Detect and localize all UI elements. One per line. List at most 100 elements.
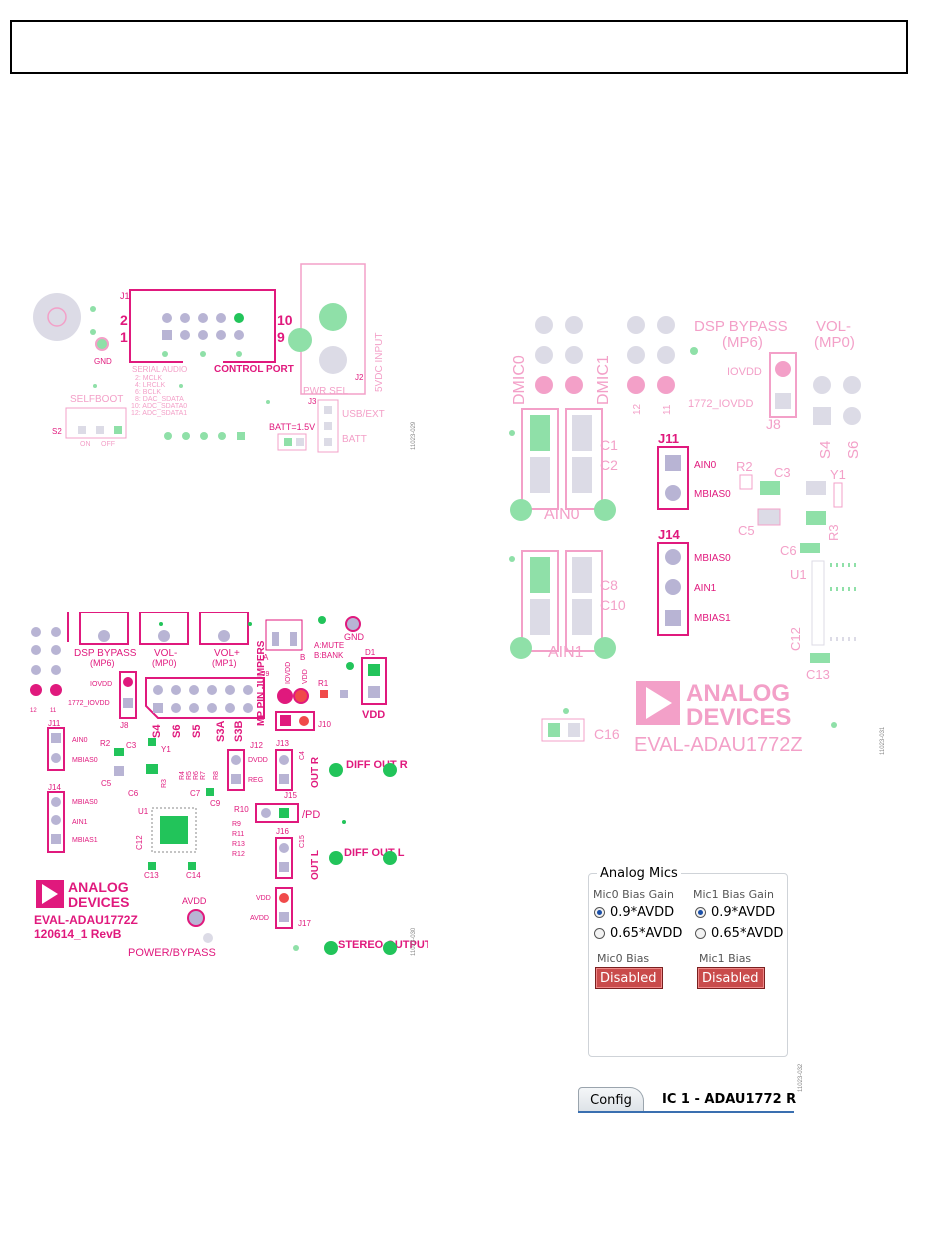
b2-r8: R8 (213, 771, 220, 780)
j9-pads (153, 685, 253, 713)
b3-c3: C3 (774, 465, 791, 480)
b2-ain0: AIN0 (72, 737, 88, 744)
b2-c5: C5 (101, 779, 112, 788)
b2-mbias0: MBIAS0 (72, 757, 98, 764)
b2-b: B (300, 653, 305, 662)
b2-s3b: S3B (233, 721, 245, 742)
b1-j1: J1 (120, 291, 130, 301)
b2-brand2: DEVICES (68, 894, 129, 910)
b1-pin-0: 2: MCLK (135, 375, 163, 382)
b2-a-mute: A:MUTE (314, 641, 344, 650)
b1-pin-3: 8: DAC_SDATA (135, 396, 184, 403)
fig4-id: 11023-032 (798, 1063, 804, 1092)
b2-s3a: S3A (215, 721, 227, 742)
b3-brand1: ANALOG (686, 680, 790, 707)
b2-c7: C7 (190, 789, 201, 798)
b1-selfboot: SELFBOOT (70, 394, 123, 405)
j1-pins (162, 313, 244, 340)
b2-j16: J16 (276, 827, 289, 836)
b2-d1: D1 (365, 648, 376, 657)
b3-c10: C10 (600, 597, 626, 613)
mic0-radio-065[interactable]: 0.65*AVDD (594, 926, 682, 941)
b2-r5: R5 (186, 771, 193, 780)
b2-y1: Y1 (161, 745, 171, 754)
mic0-radio-09-label: 0.9*AVDD (610, 905, 675, 920)
r9-r12-labels: R9 R11 R13 R12 (232, 821, 245, 858)
b1-pin-5: 12: ADC_SDATA1 (131, 410, 187, 417)
b2-j14: J14 (48, 783, 61, 792)
b3-c2: C2 (600, 457, 618, 473)
b2-vdd-v: VDD (302, 669, 309, 684)
b2-c6: C6 (128, 789, 139, 798)
b3-c1: C1 (600, 437, 618, 453)
b3-iovdd-1772: 1772_IOVDD (688, 398, 753, 410)
b2-reg: REG (248, 777, 263, 784)
mic1-bias-gain-label: Mic1 Bias Gain (693, 888, 774, 901)
b3-ain0: AIN0 (694, 460, 717, 471)
b3-mbias0b: MBIAS0 (694, 553, 731, 564)
b3-c5: C5 (738, 523, 755, 538)
mic0-radio-09-dot (594, 907, 605, 918)
fig1-id: 11023-029 (411, 421, 417, 450)
b3-dmic1: DMIC1 (595, 355, 612, 405)
b3-dsp-bypass: DSP BYPASS (694, 318, 788, 335)
b2-iovdd: IOVDD (90, 681, 112, 688)
b2-diff-out-r: DIFF OUT R (346, 759, 408, 771)
header-box (10, 20, 908, 74)
b1-s2: S2 (52, 427, 62, 436)
b1-pin1: 1 (120, 329, 128, 345)
mic0-bias-button[interactable]: Disabled (595, 967, 663, 989)
b2-r13: R13 (232, 841, 245, 848)
b1-pin2: 2 (120, 312, 128, 328)
b2-stereo-output: STEREO OUTPUT (338, 939, 428, 951)
b3-ain0-big: AIN0 (544, 506, 580, 523)
b3-r2: R2 (736, 459, 753, 474)
b3-j14: J14 (658, 527, 680, 542)
b2-r1: R1 (318, 679, 329, 688)
b3-vol-minus: VOL- (816, 318, 851, 335)
b3-l1: 11 (662, 404, 673, 415)
b3-ain1-block (510, 550, 616, 659)
mic0-radio-065-dot (594, 928, 605, 939)
mic1-radio-09-dot (695, 907, 706, 918)
b3-top-pads (535, 316, 675, 394)
mic1-radio-065[interactable]: 0.65*AVDD (695, 926, 783, 941)
b2-left-pads (30, 627, 62, 696)
b3-ain1: AIN1 (694, 583, 717, 594)
b2-c9: C9 (210, 799, 221, 808)
b3-j11: J11 (658, 431, 679, 446)
b2-out-r: OUT R (310, 756, 321, 788)
mic0-radio-09[interactable]: 0.9*AVDD (594, 905, 674, 920)
b2-r12: R12 (232, 851, 245, 858)
b1-usb-ext: USB/EXT (342, 409, 385, 420)
b2-j12: J12 (250, 741, 263, 750)
tab-bar: Config IC 1 - ADAU1772 R (578, 1083, 800, 1115)
b2-j10: J10 (318, 720, 331, 729)
b2-c15: C15 (299, 835, 306, 848)
b2-iovdd-v: IOVDD (285, 662, 292, 684)
b1-batt-v: BATT=1.5V (269, 422, 315, 432)
b1-off: OFF (101, 441, 115, 448)
fig3-id: 11023-031 (880, 726, 886, 755)
analog-mics-panel: Analog Mics Mic0 Bias Gain Mic1 Bias Gai… (588, 866, 788, 1057)
b3-y1: Y1 (830, 467, 846, 482)
b2-a: A (263, 653, 269, 662)
b2-r3: R3 (161, 779, 168, 788)
b2-analog-devices-logo (36, 880, 64, 908)
tab-config[interactable]: Config (578, 1087, 644, 1112)
mic1-radio-09[interactable]: 0.9*AVDD (695, 905, 775, 920)
b1-pin-2: 6: BCLK (135, 389, 161, 396)
mic1-bias-button[interactable]: Disabled (697, 967, 765, 989)
b2-rev: 120614_1 RevB (34, 927, 122, 941)
figure-board-zoom: DMIC0 DMIC1 12 11 DSP BYPASS (MP6) VOL- … (494, 305, 894, 765)
tab-ic1[interactable]: IC 1 - ADAU1772 R (662, 1092, 797, 1107)
b3-c6: C6 (780, 543, 797, 558)
b2-r11: R11 (232, 831, 244, 838)
b3-ain0-block (510, 408, 616, 521)
b1-pin-1: 4: LRCLK (135, 382, 166, 389)
b3-iovdd: IOVDD (727, 366, 762, 378)
b2-r4: R4 (179, 771, 186, 780)
b1-j3: J3 (308, 397, 317, 406)
b2-c13: C13 (144, 871, 159, 880)
b2-gnd: GND (344, 632, 365, 642)
